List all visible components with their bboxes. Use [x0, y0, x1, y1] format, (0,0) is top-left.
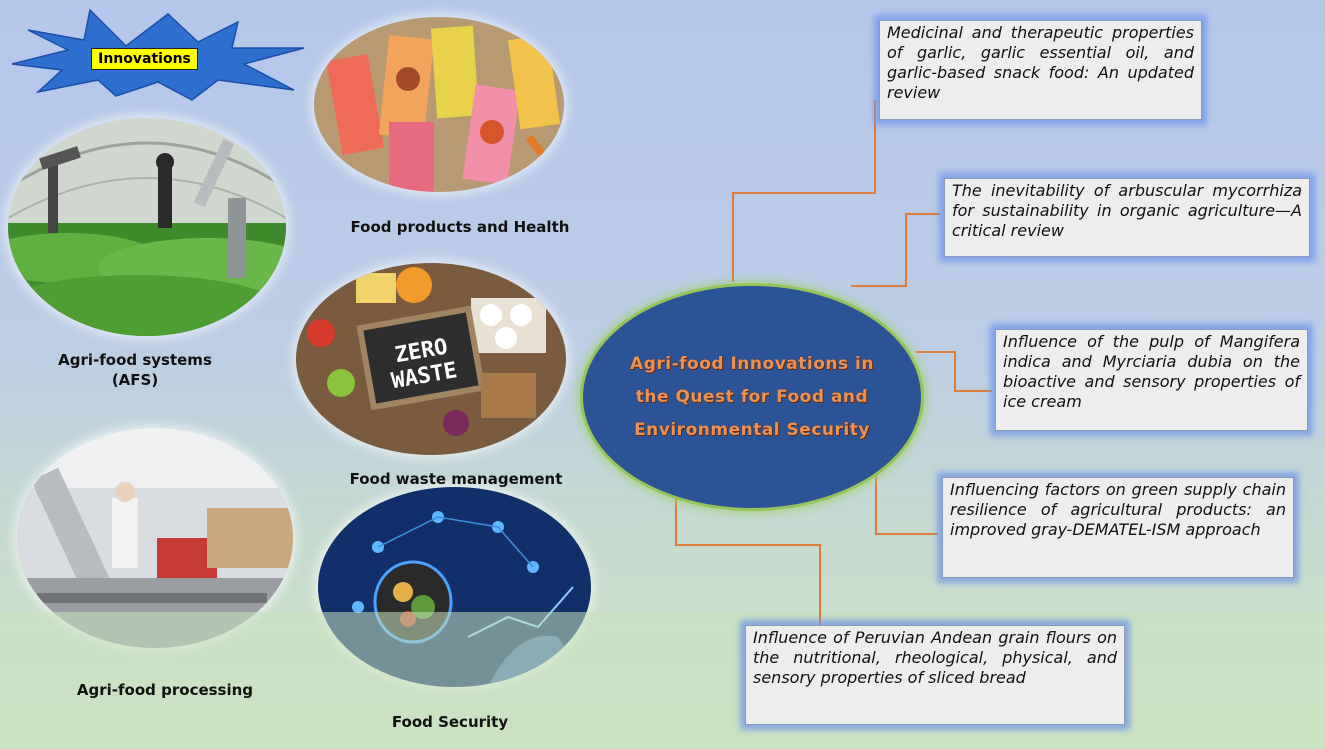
hub-title: Agri-food Innovations in the Quest for F…	[630, 353, 874, 440]
reference-box-2: The inevitability of arbuscular mycorrhi…	[944, 178, 1310, 257]
innovations-badge: Innovations	[91, 48, 198, 70]
connector-ref-1	[732, 100, 876, 282]
connector-ref-3	[916, 351, 992, 392]
reference-box-4: Influencing factors on green supply chai…	[942, 477, 1294, 578]
central-hub: Agri-food Innovations in the Quest for F…	[580, 283, 924, 511]
snack-packages-icon	[314, 17, 564, 192]
zero-waste-board-icon: ZERO WASTE	[296, 263, 566, 455]
topic-security-caption: Food Security	[391, 713, 509, 731]
reference-box-3: Influence of the pulp of Mangifera indic…	[995, 329, 1308, 431]
topic-waste-caption: Food waste management	[349, 470, 563, 488]
reference-box-5: Influence of Peruvian Andean grain flour…	[745, 625, 1125, 725]
connector-ref-5	[675, 470, 821, 632]
reference-box-1: Medicinal and therapeutic properties of …	[879, 20, 1202, 120]
topic-afs-caption: Agri-food systems (AFS)	[58, 351, 212, 389]
topic-processing-caption: Agri-food processing	[76, 681, 254, 699]
robot-greenhouse-icon	[8, 118, 286, 336]
connector-ref-2	[851, 213, 940, 287]
topic-health-caption: Food products and Health	[350, 218, 570, 236]
